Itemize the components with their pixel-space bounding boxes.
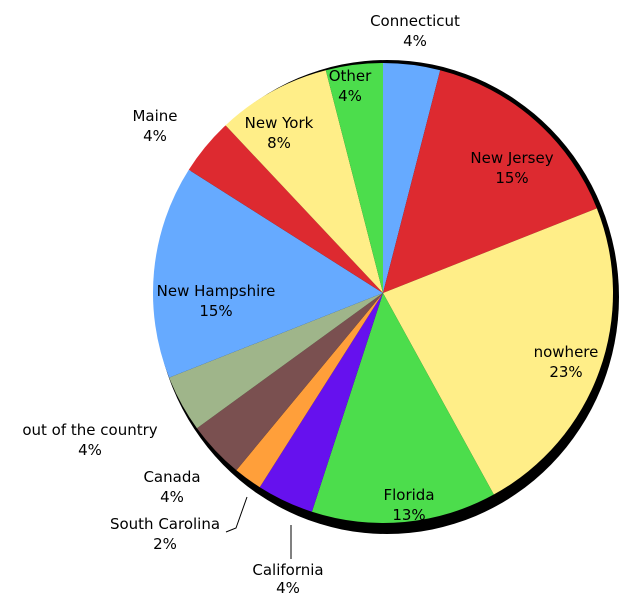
leader-line-south-carolina <box>225 496 248 533</box>
pie-slice-new-york <box>225 70 383 293</box>
pie-slice-other <box>325 63 383 293</box>
pie-slice-nowhere <box>383 208 614 495</box>
pie-slice-canada <box>196 293 383 471</box>
pie-slice-out-of-the-country <box>169 293 383 429</box>
pie-slice-california <box>259 293 383 512</box>
pie-slice-south-carolina <box>236 293 383 488</box>
pie-slices <box>152 63 614 523</box>
pie-slice-maine <box>188 125 383 293</box>
pie-slice-new-jersey <box>383 70 597 293</box>
pie-slice-florida <box>311 293 494 523</box>
pie-slice-new-hampshire <box>152 169 383 378</box>
pie-slice-connecticut <box>383 63 441 293</box>
leader-lines <box>225 496 292 559</box>
